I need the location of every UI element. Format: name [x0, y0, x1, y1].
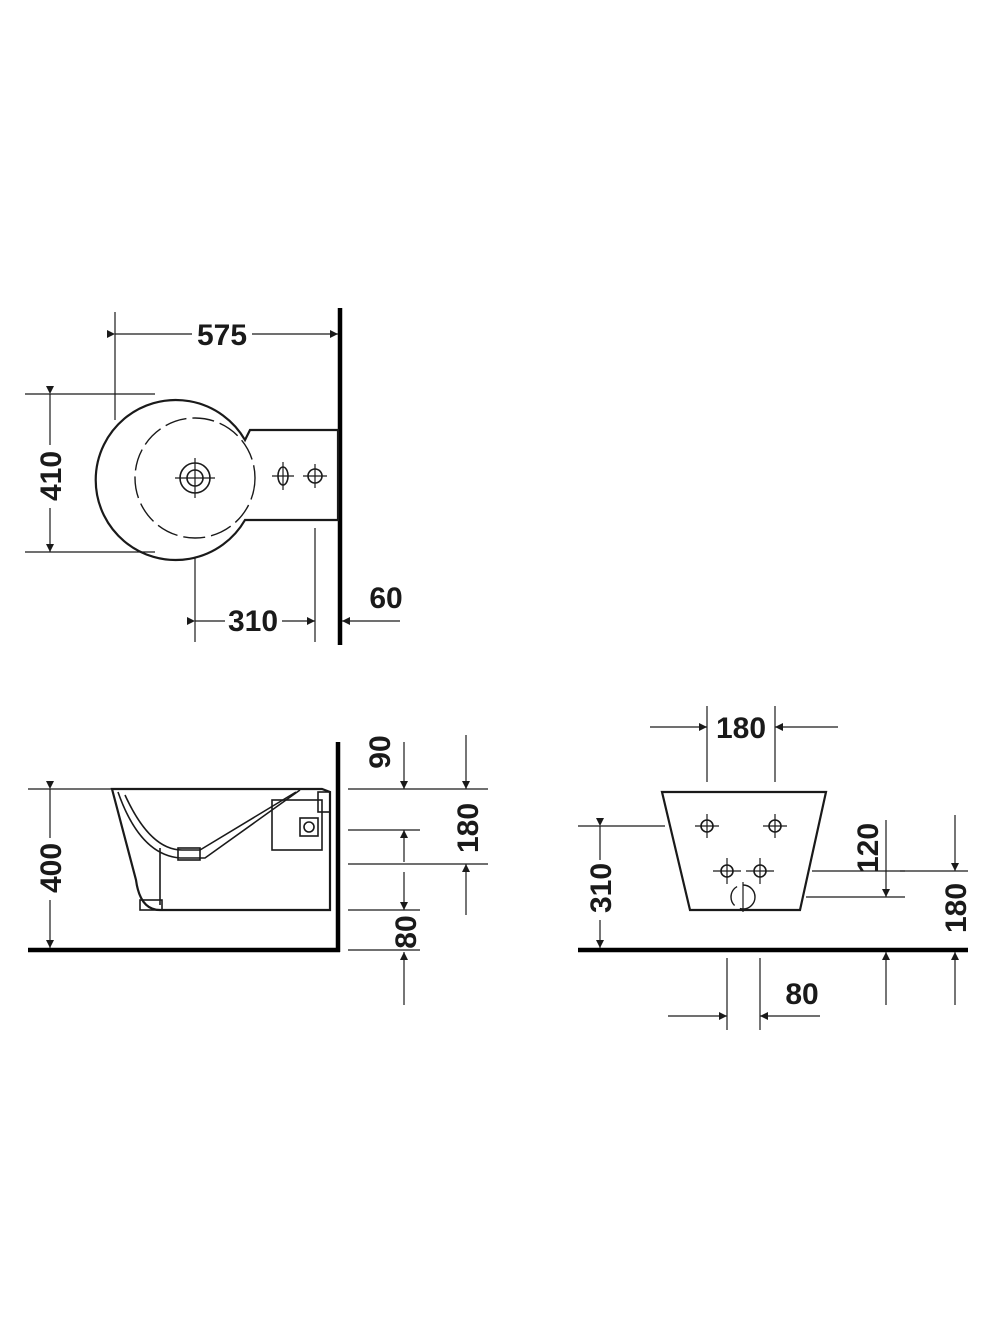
inlet-right [746, 858, 774, 884]
dim-bolt-spacing: 180 [716, 712, 766, 745]
fixing-bracket [271, 799, 323, 851]
bolt-hole-left [695, 814, 719, 838]
bidet-top-outline [94, 398, 340, 562]
dim-height: 400 [35, 843, 68, 893]
side-view: 400 90 180 80 [28, 735, 488, 1005]
dim-inlet-spacing: 80 [785, 978, 818, 1011]
bidet-side-outline [110, 787, 332, 912]
dim-width: 575 [197, 319, 247, 352]
rear-view: 180 310 120 180 80 [578, 706, 973, 1030]
dim-body-height: 310 [585, 863, 618, 913]
bowl-rim-line [134, 417, 256, 539]
top-view: 575 410 310 60 [25, 308, 403, 645]
dim-bottom-clearance: 80 [390, 915, 423, 948]
dim-depth: 410 [35, 451, 68, 501]
dim-wall-gap: 60 [369, 582, 402, 615]
dim-outlet-offset: 310 [228, 605, 278, 638]
bolt-hole-right [763, 814, 787, 838]
dim-top-to-fixing: 90 [364, 735, 397, 768]
dim-fixing-height: 180 [940, 883, 973, 933]
bidet-rear-outline [660, 790, 828, 912]
inlet-left [713, 858, 741, 884]
dim-inlet-height: 120 [852, 823, 885, 873]
dim-fixing-span: 180 [452, 803, 485, 853]
